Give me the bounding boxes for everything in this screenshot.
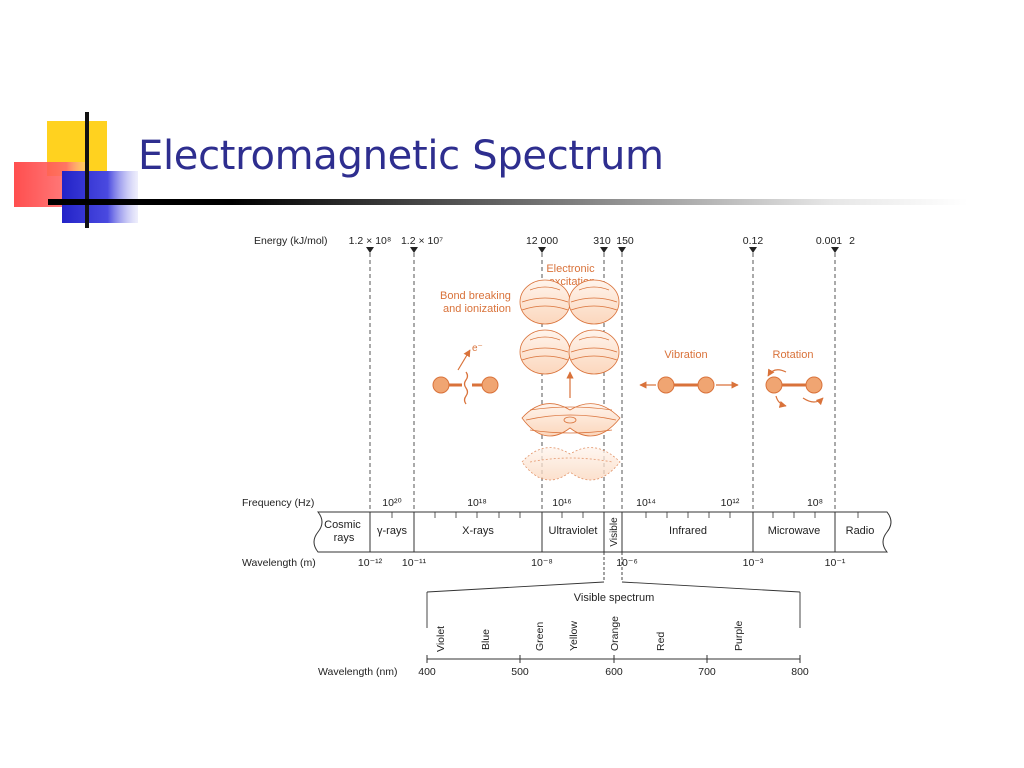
wavelength-m-tick: 10⁻³	[743, 557, 764, 569]
region-radio: Radio	[846, 525, 875, 537]
region-infrared: Infrared	[669, 525, 707, 537]
energy-tick: 12 000	[526, 235, 558, 247]
electron-symbol: e⁻	[472, 343, 483, 354]
frequency-tick: 10¹⁴	[636, 497, 656, 509]
frequency-tick: 10⁸	[807, 497, 823, 509]
frequency-axis-label: Frequency (Hz)	[242, 497, 314, 509]
visible-color-labels: Violet Blue Green Yellow Orange Red Purp…	[435, 616, 745, 652]
energy-tick: 1.2 × 10⁸	[349, 235, 392, 247]
color-blue: Blue	[480, 629, 492, 650]
wavelength-m-tick: 10⁻¹¹	[402, 557, 427, 569]
logo-vertical-rule	[85, 112, 89, 228]
color-orange: Orange	[609, 616, 621, 651]
frequency-tick: 10²⁰	[382, 497, 401, 509]
color-purple: Purple	[733, 620, 745, 651]
frequency-tick: 10¹⁸	[467, 497, 487, 509]
energy-tick: 1.2 × 10⁷	[401, 235, 443, 247]
visible-spectrum-bracket	[426, 552, 801, 628]
nm-tick: 500	[511, 666, 529, 678]
visible-nm-axis	[426, 655, 801, 663]
frequency-tick: 10¹⁶	[552, 497, 572, 509]
wavelength-m-tick: 10⁻⁸	[531, 557, 553, 569]
energy-ticks: 1.2 × 10⁸ 1.2 × 10⁷ 12 000 310 150 0.12 …	[349, 235, 855, 247]
nm-tick: 400	[418, 666, 436, 678]
vibration-illustration	[639, 376, 739, 394]
logo-blue-bar	[62, 171, 138, 223]
frequency-ticks: 10²⁰ 10¹⁸ 10¹⁶ 10¹⁴ 10¹² 10⁸	[382, 497, 823, 509]
visible-spectrum-title: Visible spectrum	[574, 592, 655, 604]
energy-markers	[366, 247, 839, 253]
energy-tick: 310	[593, 235, 611, 247]
color-violet: Violet	[435, 626, 447, 652]
bond-breaking-label: Bond breaking and ionization	[440, 290, 514, 315]
region-microwave: Microwave	[768, 525, 821, 537]
frequency-tick: 10¹²	[721, 497, 740, 509]
region-cosmic-rays: Cosmic rays	[324, 519, 364, 544]
rotation-illustration	[765, 368, 824, 408]
color-green: Green	[534, 622, 546, 651]
energy-tick: 0.001	[816, 235, 842, 247]
slide-title: Electromagnetic Spectrum	[138, 133, 664, 179]
bond-breaking-illustration	[432, 349, 499, 405]
energy-axis-label: Energy (kJ/mol)	[254, 235, 328, 247]
region-gamma-rays: γ-rays	[377, 525, 407, 537]
energy-tick: 2	[849, 235, 855, 247]
nm-tick: 700	[698, 666, 716, 678]
region-x-rays: X-rays	[462, 525, 494, 537]
orbital-illustration	[519, 279, 621, 481]
region-visible: Visible	[609, 517, 620, 547]
energy-tick: 150	[616, 235, 634, 247]
color-yellow: Yellow	[568, 621, 580, 651]
title-rule	[48, 199, 968, 205]
slide-logo	[14, 112, 138, 228]
wavelength-m-tick: 10⁻¹	[825, 557, 846, 569]
wavelength-m-tick: 10⁻⁶	[616, 557, 638, 569]
nm-tick: 600	[605, 666, 623, 678]
nm-tick: 800	[791, 666, 809, 678]
region-ultraviolet: Ultraviolet	[549, 525, 598, 537]
wavelength-m-axis-label: Wavelength (m)	[242, 557, 316, 569]
wavelength-m-tick: 10⁻¹²	[358, 557, 383, 569]
vibration-label: Vibration	[664, 349, 707, 361]
energy-tick: 0.12	[743, 235, 764, 247]
spectrum-band	[313, 511, 892, 553]
color-red: Red	[655, 632, 667, 651]
wavelength-nm-axis-label: Wavelength (nm)	[318, 666, 398, 678]
rotation-label: Rotation	[773, 349, 814, 361]
